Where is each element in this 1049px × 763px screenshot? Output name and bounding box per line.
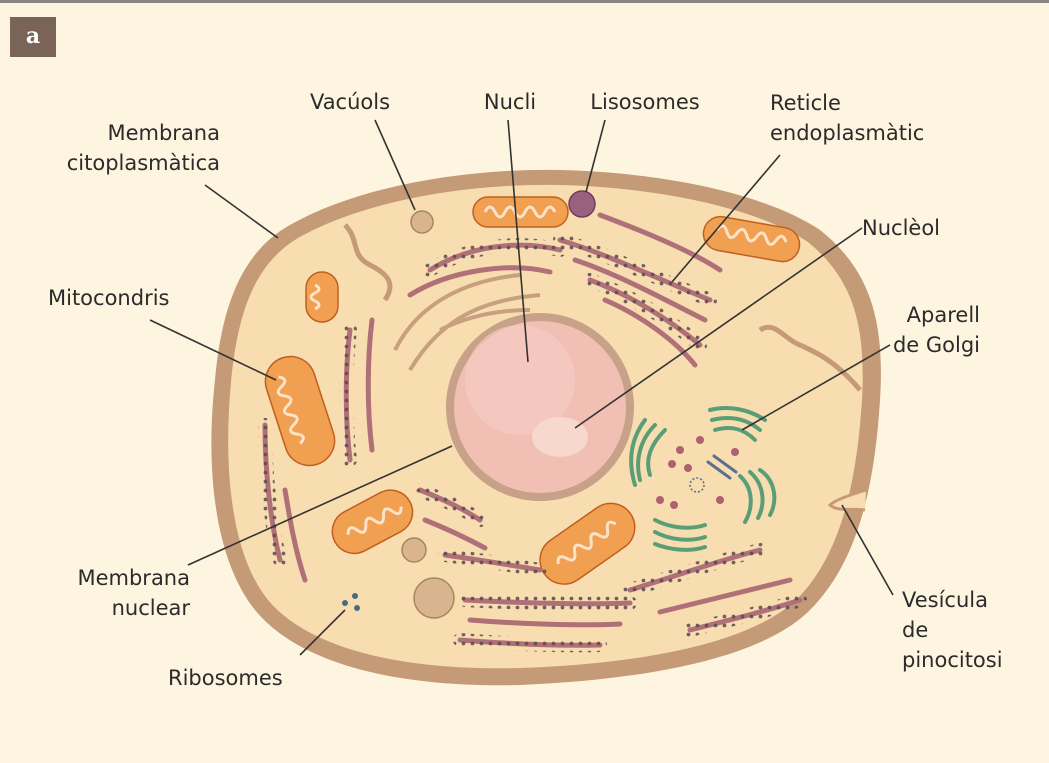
label-vesicula-pinocitosi: Vesícula de pinocitosi xyxy=(902,585,1042,675)
label-nucli: Nucli xyxy=(470,87,550,117)
label-mitocondris: Mitocondris xyxy=(48,283,208,313)
label-vacuols: Vacúols xyxy=(300,87,400,117)
label-nucleol: Nuclèol xyxy=(862,213,982,243)
label-ribosomes: Ribosomes xyxy=(168,663,318,693)
lysosome xyxy=(569,191,595,217)
label-lisosomes: Lisosomes xyxy=(575,87,715,117)
leader-membrana-citoplasmatica xyxy=(205,185,278,238)
vacuole-small xyxy=(402,538,426,562)
vacuole-large xyxy=(414,578,454,618)
nucleolus xyxy=(532,417,588,457)
label-reticle-endoplasmatic: Reticle endoplasmàtic xyxy=(770,88,970,148)
label-membrana-nuclear: Membrana nuclear xyxy=(30,563,190,623)
label-membrana-citoplasmatica: Membrana citoplasmàtica xyxy=(30,118,220,178)
label-aparell-golgi: Aparell de Golgi xyxy=(880,300,980,360)
vacuole-top xyxy=(411,211,433,233)
